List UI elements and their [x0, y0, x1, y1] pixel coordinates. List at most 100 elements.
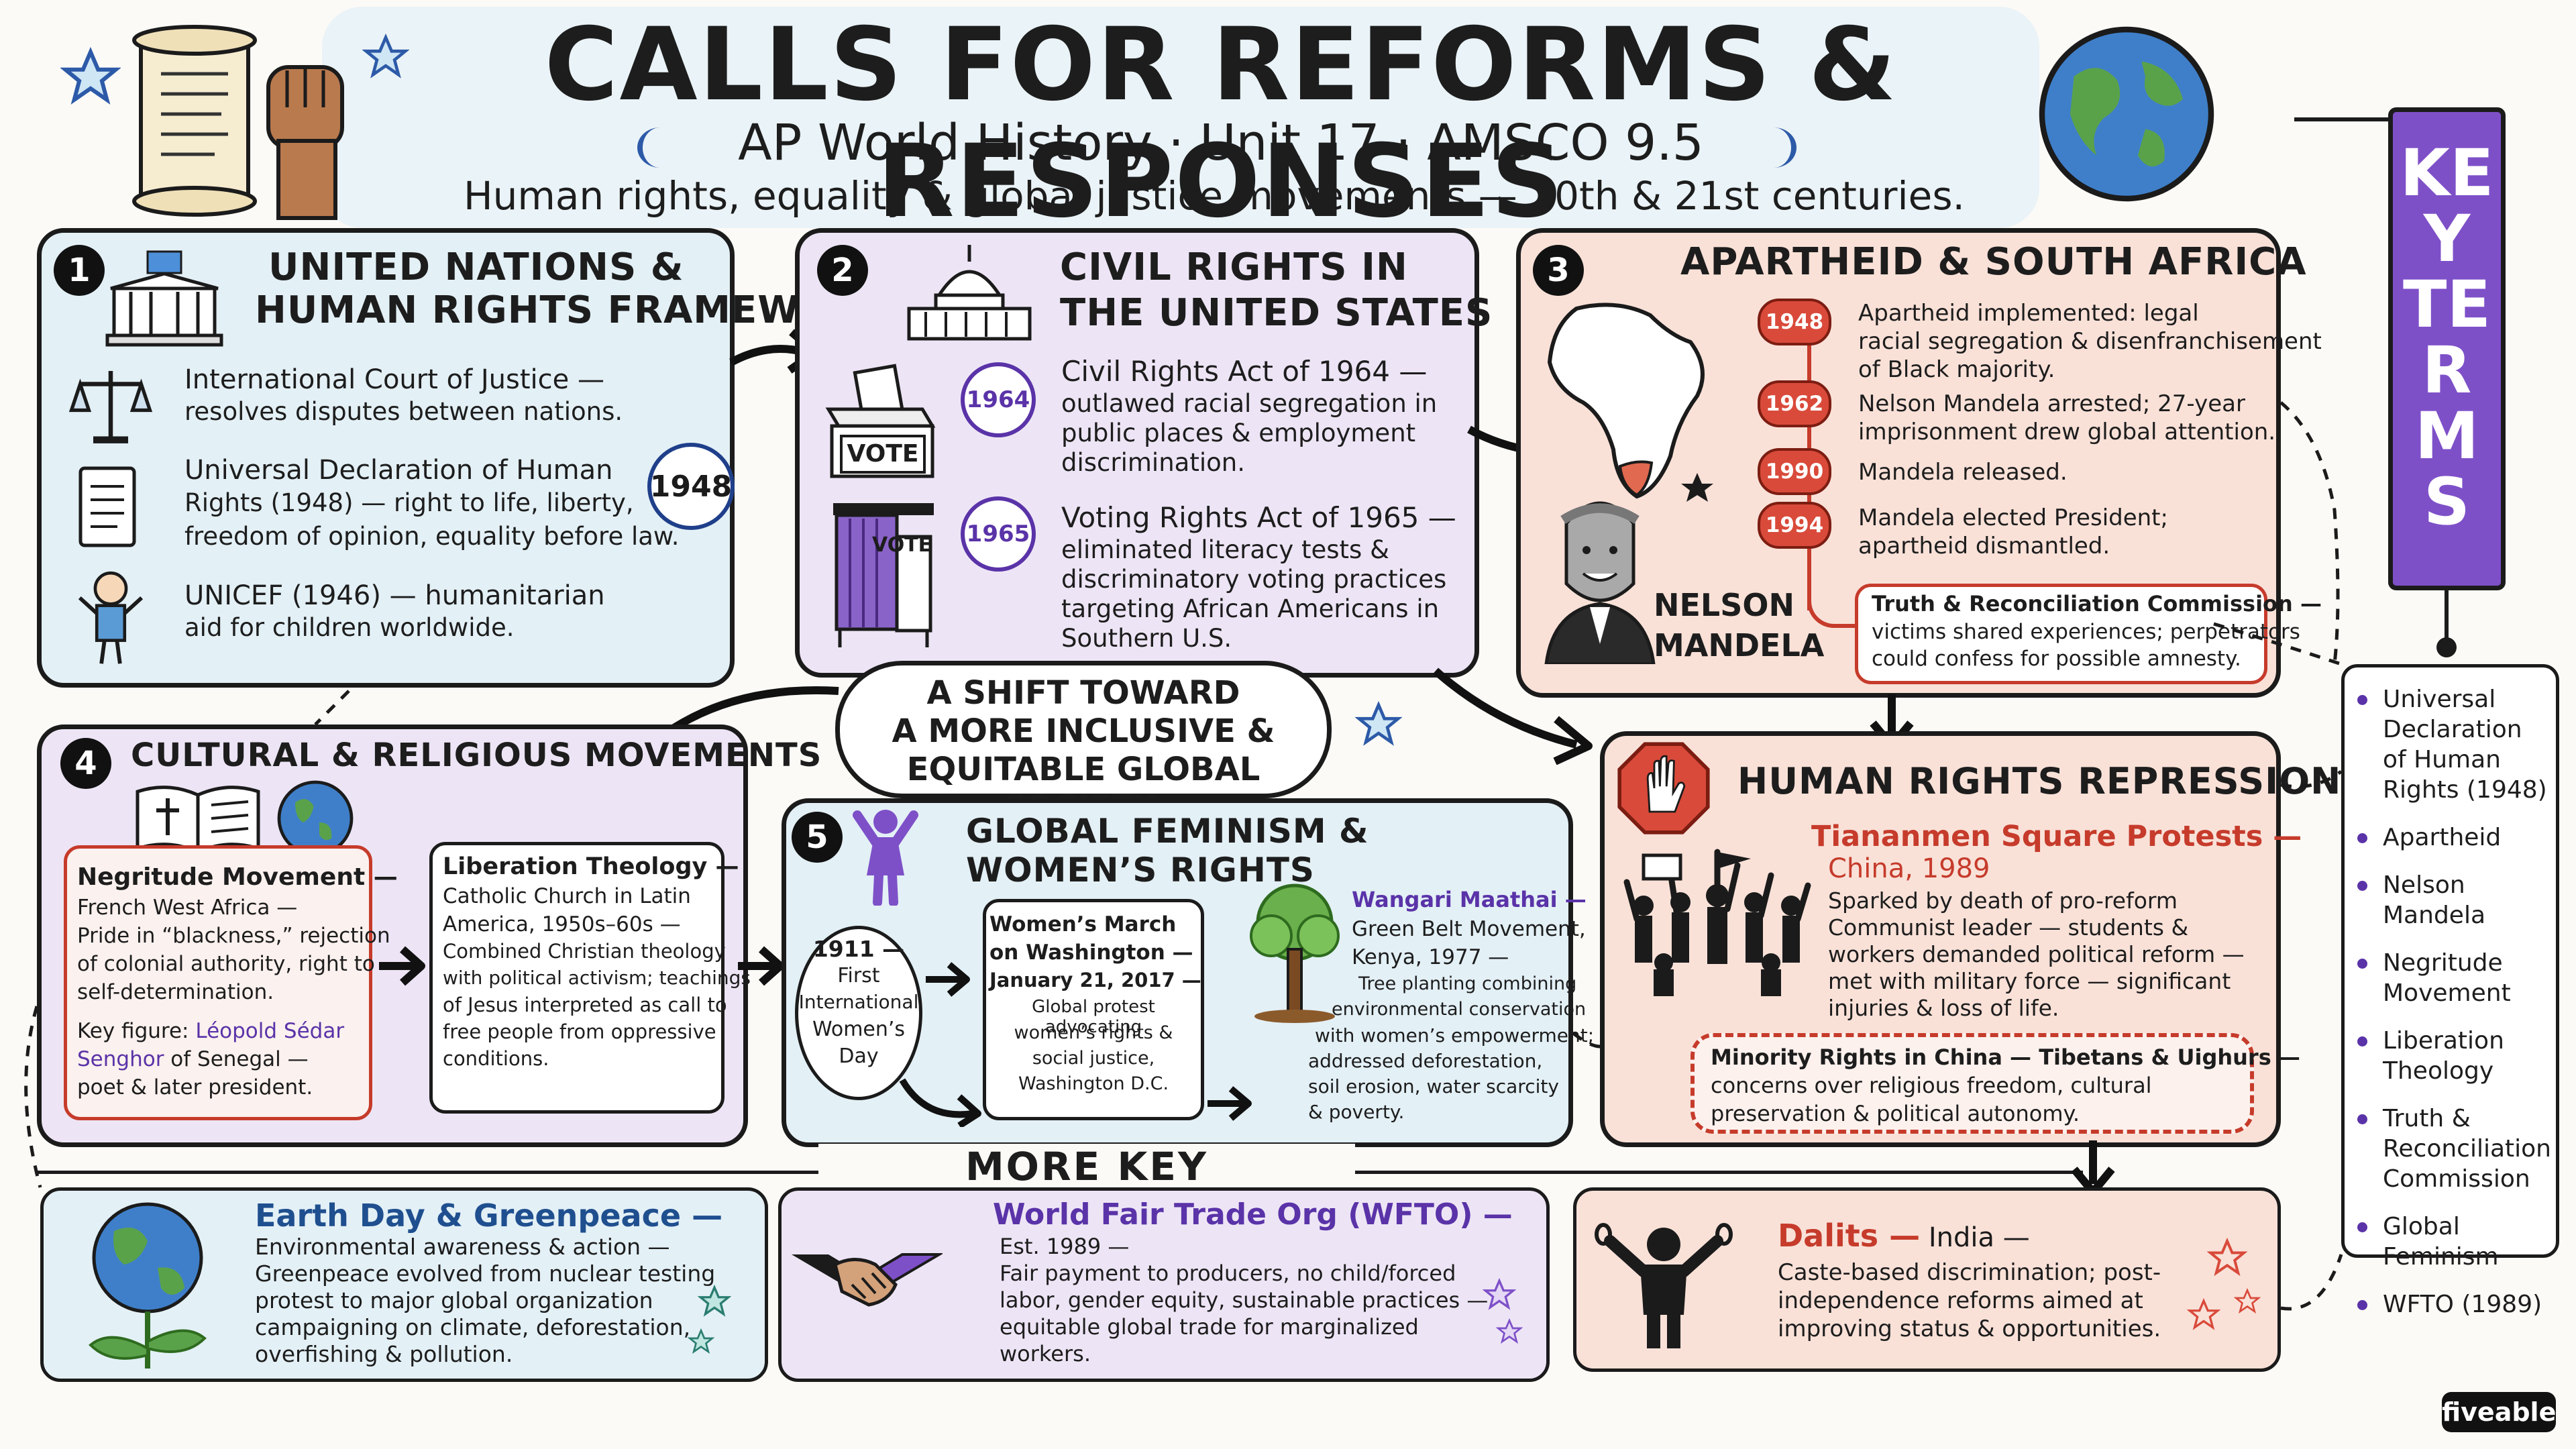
- vra-title: Voting Rights Act of 1965 —: [1061, 501, 1456, 534]
- protest-crowd-icon: [1623, 849, 1811, 996]
- key-term: Negritude Movement: [2355, 948, 2549, 1008]
- udhr-year-badge: 1948: [647, 443, 735, 530]
- dalits-line: independence reforms aimed at: [1778, 1287, 2143, 1314]
- earth-line: protest to major global organization: [255, 1287, 653, 1313]
- flow-arrow: [926, 962, 970, 997]
- page-subtitle: AP World History · Unit 17 · AMSCO 9.5: [738, 114, 1704, 172]
- year-badge-1964: 1964: [961, 362, 1036, 437]
- maathai-line: soil erosion, water scarcity: [1308, 1075, 1559, 1097]
- star-icon: [2234, 1288, 2261, 1314]
- shift-bubble: [835, 661, 1332, 798]
- lib-line: free people from oppressive: [443, 1020, 716, 1043]
- open-book-icon: [136, 786, 260, 855]
- wfto-line: workers.: [1000, 1341, 1091, 1366]
- flow-arrow: [379, 946, 425, 986]
- vra-line2: discriminatory voting practices: [1061, 565, 1447, 594]
- tree-icon: [1250, 883, 1340, 1023]
- maathai-line: Kenya, 1977 —: [1352, 945, 1509, 969]
- earth-line: Environmental awareness & action —: [255, 1234, 670, 1260]
- key-term: Universal Declaration of Human Rights (1…: [2355, 684, 2549, 805]
- mandela-label-2: MANDELA: [1654, 627, 1825, 663]
- iwd-line: Women’s: [812, 1018, 906, 1041]
- key-term: Truth & Reconciliation Commission: [2355, 1104, 2551, 1194]
- stop-hand-icon: [1617, 742, 1710, 835]
- event-text: Apartheid implemented: legal: [1858, 300, 2199, 327]
- key-term: WFTO (1989): [2355, 1289, 2549, 1320]
- star-icon: [2207, 1238, 2247, 1277]
- liberation-theology-box: [429, 842, 724, 1114]
- key-term: Liberation Theology: [2355, 1026, 2549, 1086]
- africa-map-icon: [1547, 303, 1713, 502]
- unicef-line1: UNICEF (1946) — humanitarian: [184, 580, 605, 611]
- tiananmen-line: workers demanded political reform —: [1828, 941, 2245, 967]
- un-panel-title-line1: United Nations &: [268, 246, 684, 289]
- child-icon: [78, 571, 144, 664]
- iwd-oval: [795, 926, 922, 1100]
- event-text: racial segregation & disenfranchisement: [1858, 328, 2322, 355]
- timeline-curve: [1807, 584, 1865, 628]
- minority-line: concerns over religious freedom, cultura…: [1711, 1073, 2152, 1098]
- mandela-portrait-icon: [1544, 501, 1656, 664]
- iwd-line: International: [798, 991, 919, 1013]
- iwd-line: First: [837, 964, 880, 987]
- vra-line1: eliminated literacy tests &: [1061, 535, 1389, 564]
- negritude-line: French West Africa —: [77, 896, 298, 920]
- tiananmen-title: Tiananmen Square Protests —: [1811, 820, 2302, 853]
- shift-line1: A SHIFT TOWARD: [926, 674, 1240, 712]
- key-term: Apartheid: [2355, 822, 2549, 853]
- scroll-icon: [132, 25, 257, 217]
- march-line: January 21, 2017 —: [989, 969, 1201, 991]
- flow-arrow: [899, 1078, 981, 1127]
- panel-number: 5: [792, 812, 843, 863]
- star-icon: [1483, 1278, 1516, 1310]
- key-terms-list: [2341, 664, 2559, 1258]
- trc-line3: could confess for possible amnesty.: [1872, 647, 2241, 671]
- event-text: apartheid dismantled.: [1858, 533, 2110, 559]
- trc-line2: victims shared experiences; perpetrators: [1872, 620, 2300, 644]
- civil-title-line1: Civil Rights in: [1060, 246, 1408, 289]
- document-icon: [78, 466, 136, 547]
- flow-arrow: [1433, 667, 1593, 765]
- tiananmen-subtitle: China, 1989: [1828, 853, 1990, 884]
- voting-booth-icon: [833, 503, 934, 647]
- maathai-line: & poverty.: [1308, 1101, 1405, 1123]
- unicef-line2: aid for children worldwide.: [184, 613, 515, 642]
- wfto-title: World Fair Trade Org (WFTO) —: [993, 1197, 1513, 1232]
- dalits-place: India —: [1920, 1222, 2030, 1253]
- lib-title: Liberation Theology —: [443, 853, 739, 880]
- panel-number: 1: [54, 245, 105, 296]
- star-icon: [362, 34, 409, 78]
- dalits-line: Caste-based discrimination; post-: [1778, 1259, 2161, 1286]
- wfto-line: labor, gender equity, sustainable practi…: [1000, 1287, 1489, 1313]
- wfto-line: Est. 1989 —: [1000, 1234, 1130, 1259]
- key-term: Nelson Mandela: [2355, 870, 2549, 930]
- march-line: Women’s March: [989, 912, 1177, 936]
- flow-arrow: [1208, 1086, 1252, 1121]
- star-icon: [2187, 1298, 2220, 1330]
- event-text: Mandela released.: [1858, 459, 2068, 486]
- key-figure-name: Senghor: [77, 1047, 164, 1071]
- voting-booth-label: VOTE: [872, 533, 932, 557]
- maathai-line: Tree planting combining: [1358, 973, 1577, 994]
- page-tagline: Human rights, equality & global justice …: [464, 173, 1965, 219]
- event-text: imprisonment drew global attention.: [1858, 419, 2276, 445]
- flow-arrow: [738, 946, 784, 986]
- tiananmen-line: met with military force — significant: [1828, 968, 2231, 994]
- scales-icon: [68, 371, 153, 443]
- key-terms-tab: [2388, 107, 2506, 590]
- minority-line: preservation & political autonomy.: [1711, 1101, 2080, 1126]
- star-icon: [1355, 701, 1402, 746]
- earth-title: Earth Day & Greenpeace —: [255, 1197, 723, 1234]
- fiveable-logo[interactable]: fiveable: [2442, 1392, 2556, 1432]
- cra-line1: outlawed racial segregation in: [1061, 389, 1438, 418]
- wfto-panel: [778, 1187, 1550, 1382]
- timeline-year: 1990: [1758, 448, 1831, 495]
- lib-line: America, 1950s–60s —: [443, 912, 681, 936]
- cra-line3: discrimination.: [1061, 448, 1245, 477]
- event-text: Mandela elected President;: [1858, 504, 2168, 531]
- march-line: women’s rights &: [1014, 1022, 1173, 1043]
- timeline-year: 1994: [1758, 502, 1831, 549]
- dalits-title: Dalits —: [1778, 1218, 1921, 1254]
- lib-line: Catholic Church in Latin: [443, 884, 691, 908]
- maathai-line: with women’s empowerment;: [1315, 1024, 1595, 1046]
